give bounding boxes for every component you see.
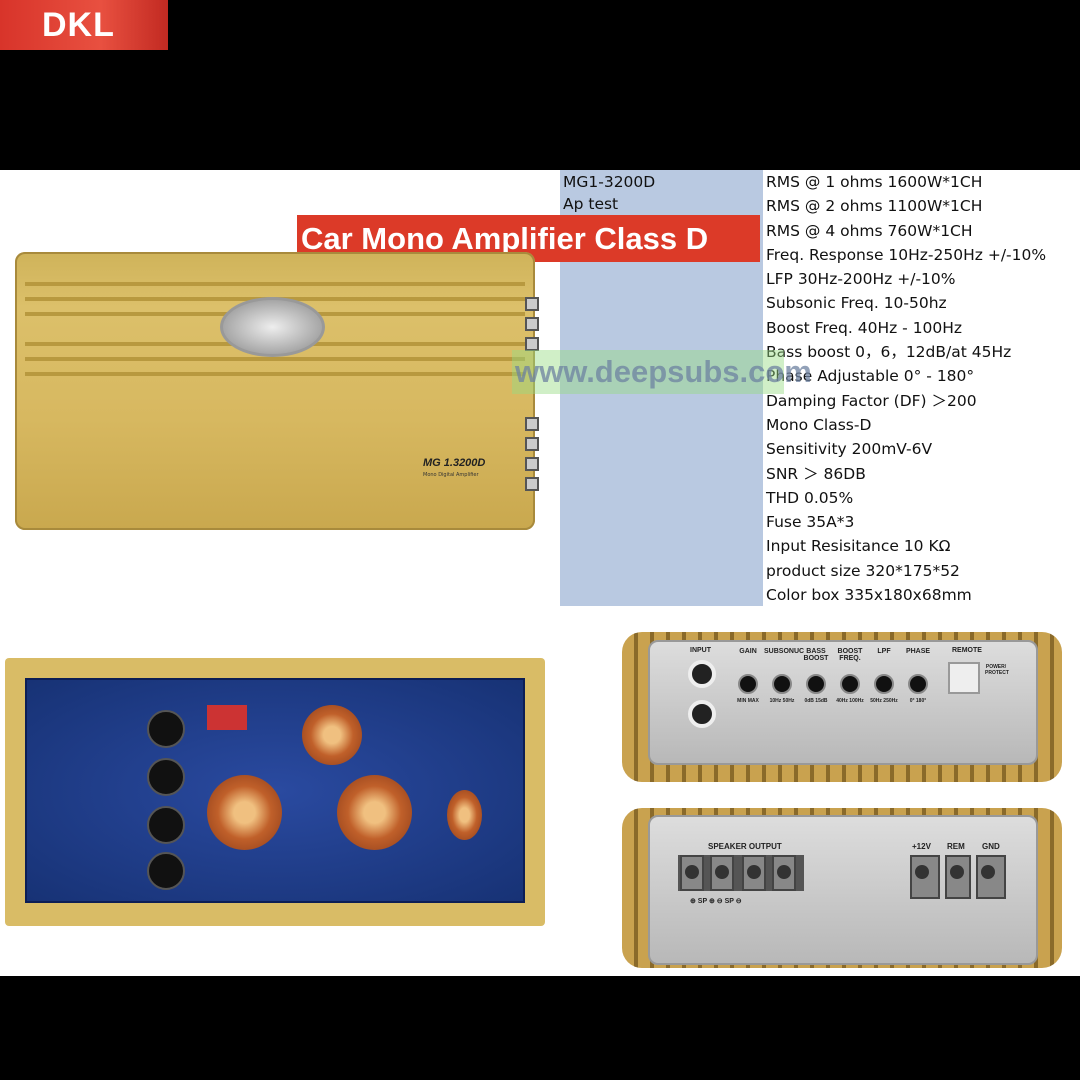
rca-input-l [688, 700, 716, 728]
amp-label: MG 1.3200D [423, 457, 486, 469]
speaker-polarity-labels: ⊕ SP ⊕ ⊖ SP ⊖ [690, 898, 742, 905]
bottom-bar [0, 976, 1080, 1080]
spec-item: Input Resisitance 10 KΩ [766, 537, 951, 556]
brand-badge-icon [220, 297, 325, 357]
spec-item: Color box 335x180x68mm [766, 586, 972, 605]
power-protect-label: POWER/ PROTECT [985, 664, 1009, 676]
spec-item: RMS @ 4 ohms 760W*1CH [766, 221, 973, 240]
control-range: 50Hz 250Hz [870, 698, 898, 704]
watermark-band [512, 350, 784, 394]
spec-item: Sensitivity 200mV-6V [766, 440, 933, 459]
amplifier-rear-panel-photo: SPEAKER OUTPUT ⊕ SP ⊕ ⊖ SP ⊖ +12V REM GN… [648, 815, 1038, 965]
control-knob[interactable] [738, 674, 758, 694]
control-range: MIN MAX [737, 698, 759, 704]
control-label: BOOST FREQ. [837, 648, 863, 662]
amp-sublabel: Mono Digital Amplifier [423, 472, 479, 478]
plus12v-label: +12V [912, 842, 931, 851]
spec-item: RMS @ 2 ohms 1100W*1CH [766, 197, 983, 216]
control-label: SUBSONUC [764, 648, 805, 655]
control-range: 0° 180° [909, 698, 927, 704]
control-label: BASS BOOST [803, 648, 829, 662]
control-label: PHASE [905, 648, 931, 655]
spec-item: RMS @ 1 ohms 1600W*1CH [766, 173, 983, 191]
control-label: GAIN [739, 648, 757, 655]
control-knob[interactable] [806, 674, 826, 694]
watermark-text: www.deepsubs.com [515, 354, 812, 389]
spec-item: Freq. Response 10Hz-250Hz +/-10% [766, 245, 1047, 264]
spec-item: Phase Adjustable 0° - 180° [766, 367, 975, 386]
ap-test-label: Ap test [563, 195, 619, 213]
spec-item: LFP 30Hz-200Hz +/-10% [766, 270, 956, 289]
spec-item: Fuse 35A*3 [766, 513, 855, 532]
spec-item: Boost Freq. 40Hz - 100Hz [766, 318, 963, 337]
spec-item: Bass boost 0，6，12dB/at 45Hz [766, 343, 1012, 362]
spec-item: THD 0.05% [766, 488, 854, 507]
control-knob[interactable] [840, 674, 860, 694]
input-label: INPUT [690, 647, 711, 654]
model-number: MG1-3200D [563, 173, 656, 191]
spec-item: Subsonic Freq. 10-50hz [766, 294, 947, 313]
control-knob[interactable] [772, 674, 792, 694]
rem-label: REM [947, 842, 965, 851]
control-range: 40Hz 100Hz [836, 698, 864, 704]
control-knob[interactable] [874, 674, 894, 694]
remote-label: REMOTE [952, 647, 982, 654]
remote-port-icon [948, 662, 980, 694]
amplifier-pcb-photo [5, 658, 545, 926]
spec-item: Mono Class-D [766, 415, 872, 434]
speaker-output-label: SPEAKER OUTPUT [708, 842, 782, 851]
spec-list: RMS @ 1 ohms 1600W*1CH RMS @ 2 ohms 1100W… [766, 170, 1046, 607]
spec-item: SNR ＞ 86DB [766, 464, 866, 483]
control-range: 0dB 15dB [804, 698, 828, 704]
spec-item: product size 320*175*52 [766, 561, 960, 580]
control-range: 10Hz 50Hz [769, 698, 795, 704]
spec-item: Damping Factor (DF) ＞200 [766, 391, 977, 410]
amplifier-top-photo: MG 1.3200D Mono Digital Amplifier [15, 252, 539, 530]
gnd-label: GND [982, 842, 1000, 851]
brand-logo: DKL [0, 0, 168, 50]
rca-input-r [688, 660, 716, 688]
control-knob[interactable] [908, 674, 928, 694]
amplifier-front-panel-photo: INPUT GAIN MIN MAX SUBSONUC 10Hz 50Hz BASS B… [648, 640, 1038, 765]
control-label: LPF [877, 648, 891, 655]
